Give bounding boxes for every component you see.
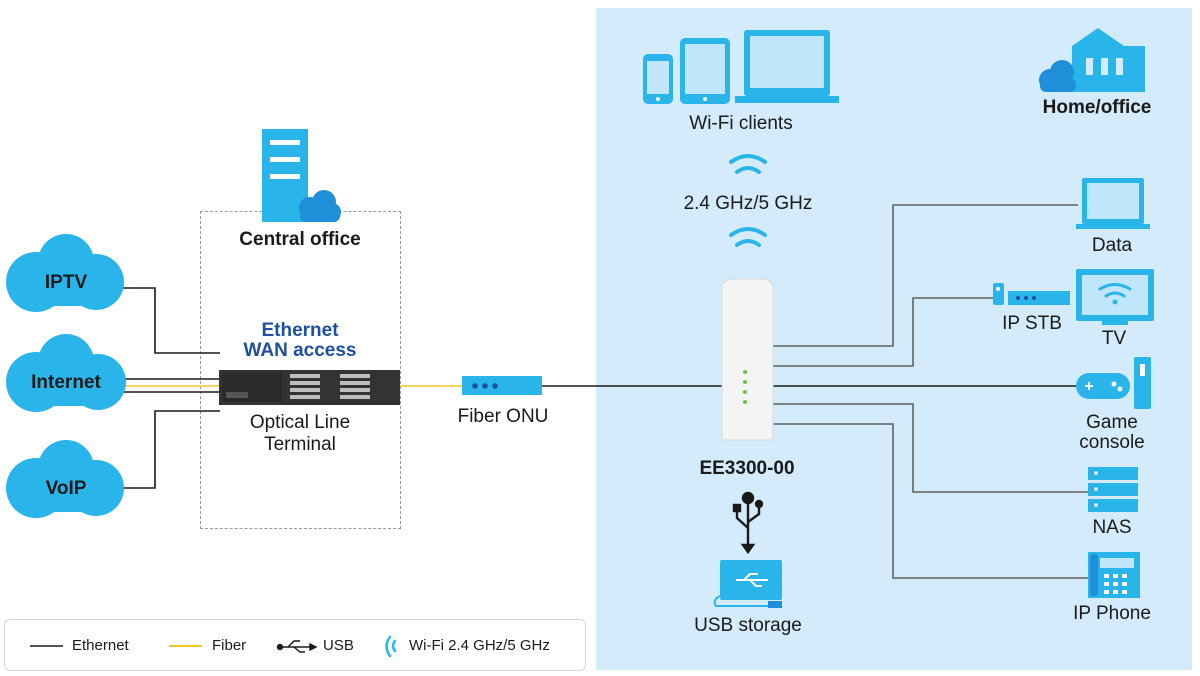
cloud-icon: [6, 440, 124, 518]
legend-label-fiber: Fiber: [212, 637, 247, 654]
laptop-icon: [735, 30, 839, 103]
ethernet-line-data: [772, 204, 1078, 347]
ethernet-line-voip: [118, 410, 220, 489]
legend-usb-icon: [276, 640, 318, 653]
legend-wifi-icon: [385, 635, 397, 658]
fiber-onu-label: Fiber ONU: [457, 406, 549, 427]
game-controller-icon: [1076, 357, 1151, 409]
legend-graphics: [30, 635, 397, 658]
client-label-data: Data: [1091, 235, 1133, 256]
ethernet-line-nas: [772, 403, 1088, 493]
router-icon: [721, 278, 774, 441]
client-label-game-line2: console: [1079, 432, 1145, 453]
device-model-label: EE3300-00: [699, 458, 795, 479]
fiber-onu-icon: [462, 376, 542, 395]
service-label-iptv: IPTV: [44, 272, 88, 293]
client-label-ip-stb: IP STB: [1002, 313, 1062, 334]
tablet-icon: [680, 38, 730, 104]
olt-label-line1: Optical Line: [249, 412, 351, 433]
laptop-icon: [1076, 178, 1150, 229]
olt-label-line2: Terminal: [264, 434, 336, 455]
set-top-box-icon: [993, 283, 1070, 305]
access-label-line2: WAN access: [243, 340, 357, 361]
nas-icon: [1088, 467, 1138, 512]
usb-storage-label: USB storage: [694, 615, 802, 636]
wifi-signal-icon: [729, 154, 767, 174]
cloud-icon: [6, 334, 126, 412]
cloud-icon: [6, 234, 124, 312]
client-label-nas: NAS: [1092, 517, 1132, 538]
tv-icon: [1076, 269, 1154, 325]
ip-phone-icon: [1088, 552, 1140, 598]
olt-device-icon: [219, 370, 400, 405]
usb-storage-icon: [713, 560, 782, 608]
client-label-ip-phone: IP Phone: [1073, 603, 1151, 624]
usb-icon: [732, 491, 764, 555]
service-label-internet: Internet: [31, 372, 101, 393]
legend-label-ethernet: Ethernet: [72, 637, 129, 654]
legend-label-wifi: Wi-Fi 2.4 GHz/5 GHz: [409, 637, 550, 654]
legend: [4, 619, 586, 671]
wifi-band-label: 2.4 GHz/5 GHz: [683, 193, 813, 214]
ethernet-line-iptv: [118, 287, 220, 354]
central-office-label: Central office: [239, 229, 361, 250]
wifi-clients-label: Wi-Fi clients: [689, 113, 793, 134]
access-label-line1: Ethernet: [261, 320, 339, 341]
client-label-tv: TV: [1101, 328, 1127, 349]
ethernet-line-phone: [772, 423, 1088, 579]
client-label-game-line1: Game: [1086, 412, 1138, 433]
home-office-icon: [1039, 28, 1145, 92]
phone-icon: [643, 54, 673, 104]
home-office-label: Home/office: [1042, 97, 1152, 118]
wifi-signal-icon: [729, 227, 767, 247]
connection-lines: [118, 204, 1088, 579]
ethernet-line-stb: [772, 297, 996, 367]
legend-label-usb: USB: [323, 637, 354, 654]
service-label-voip: VoIP: [45, 478, 87, 499]
server-icon: [262, 129, 341, 222]
